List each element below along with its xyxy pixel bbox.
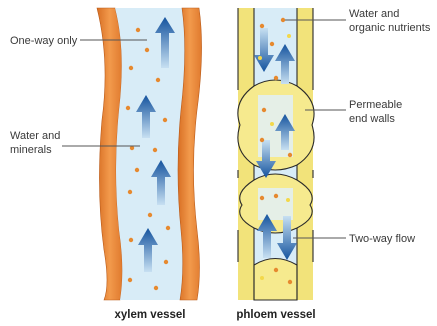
caption-phloem: phloem vessel [236,309,315,321]
label-permeable-line2: end walls [349,113,395,125]
phloem-inner-lumen [258,188,293,220]
label-water-minerals-line1: Water and [10,130,60,142]
phloem-vessel [238,8,314,300]
label-water-minerals-line2: minerals [10,144,52,156]
caption-xylem: xylem vessel [115,309,186,321]
label-water-organic-line2: organic nutrients [349,22,431,34]
label-two-way: Two-way flow [349,233,415,245]
label-one-way: One-way only [10,35,78,47]
label-permeable-line1: Permeable [349,99,402,111]
xylem-vessel [97,8,202,300]
label-water-organic-line1: Water and [349,8,399,20]
